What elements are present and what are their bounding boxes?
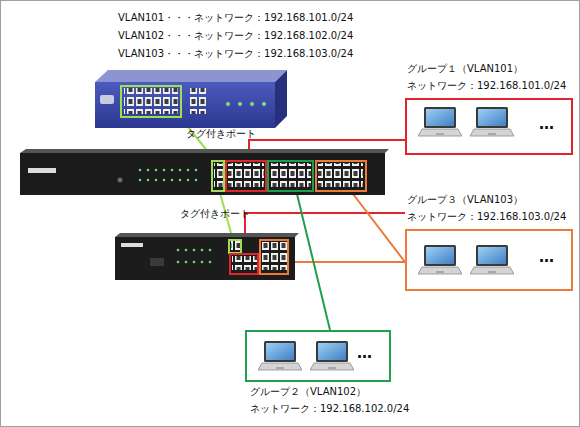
switch-top xyxy=(20,149,389,153)
group-box: グループ２（VLAN102）ネットワーク：192.168.102.0/24… xyxy=(245,330,391,382)
router-top xyxy=(95,70,287,82)
group-heading: グループ３（VLAN103） xyxy=(407,193,523,207)
console-port xyxy=(100,95,114,104)
vlan101-ports xyxy=(226,161,266,191)
port-label: タグ付きポート xyxy=(186,127,256,141)
laptop xyxy=(418,107,462,136)
uplink-port xyxy=(231,241,240,252)
leds xyxy=(177,249,212,264)
ports xyxy=(232,256,257,270)
group-box: グループ１（VLAN101）ネットワーク：192.168.101.0/24… xyxy=(405,98,573,155)
led xyxy=(250,102,254,106)
ports xyxy=(318,163,363,187)
logo-mark xyxy=(121,243,143,247)
led xyxy=(226,102,230,106)
vlan101-ports xyxy=(230,254,258,274)
wan-ports xyxy=(189,88,207,114)
vlan-note: VLAN103・・・ネットワーク：192.168.103.0/24 xyxy=(118,47,353,61)
group-heading: グループ１（VLAN101） xyxy=(407,62,523,76)
more-mark: … xyxy=(357,346,372,360)
router xyxy=(95,70,287,128)
port-highlight xyxy=(212,161,224,191)
edge-switch xyxy=(115,233,299,280)
vlan102-wire xyxy=(296,190,330,330)
vlan103-wire xyxy=(281,261,405,263)
more-mark: … xyxy=(539,117,554,131)
uplink-ports xyxy=(214,163,223,187)
vlan103-ports xyxy=(260,240,288,274)
lan-ports xyxy=(124,88,178,114)
led xyxy=(262,102,266,106)
port-highlight xyxy=(121,86,181,117)
more-mark: … xyxy=(539,250,554,264)
port-label: タグ付きポート xyxy=(180,207,250,221)
laptop xyxy=(470,245,514,274)
switch-top xyxy=(115,233,299,237)
wires xyxy=(180,117,405,330)
group-heading: グループ２（VLAN102） xyxy=(250,385,366,399)
logo-mark xyxy=(28,168,56,173)
core-switch xyxy=(20,149,389,195)
vlan103-ports xyxy=(316,161,366,191)
laptop xyxy=(310,341,354,370)
vlan-note: VLAN102・・・ネットワーク：192.168.102.0/24 xyxy=(118,29,353,43)
led xyxy=(238,102,242,106)
ports xyxy=(270,163,311,187)
router-side xyxy=(275,70,287,128)
laptop xyxy=(418,245,462,274)
button xyxy=(118,178,123,183)
power-jack xyxy=(150,258,164,266)
ports xyxy=(228,163,264,187)
group-box: グループ３（VLAN103）ネットワーク：192.168.103.0/24… xyxy=(405,229,573,291)
vlan103-wire xyxy=(350,190,405,262)
switch-front xyxy=(20,153,385,195)
ports xyxy=(262,242,287,270)
switch-front xyxy=(115,237,295,280)
port-highlight xyxy=(229,240,241,253)
network-address: ネットワーク：192.168.103.0/24 xyxy=(407,210,566,224)
leds xyxy=(139,169,198,182)
router-front xyxy=(95,82,275,128)
vlan102-ports xyxy=(268,161,313,191)
laptop xyxy=(470,107,514,136)
network-address: ネットワーク：192.168.102.0/24 xyxy=(250,402,409,416)
network-address: ネットワーク：192.168.101.0/24 xyxy=(407,79,566,93)
vlan-note: VLAN101・・・ネットワーク：192.168.101.0/24 xyxy=(118,11,353,25)
laptop xyxy=(258,341,302,370)
